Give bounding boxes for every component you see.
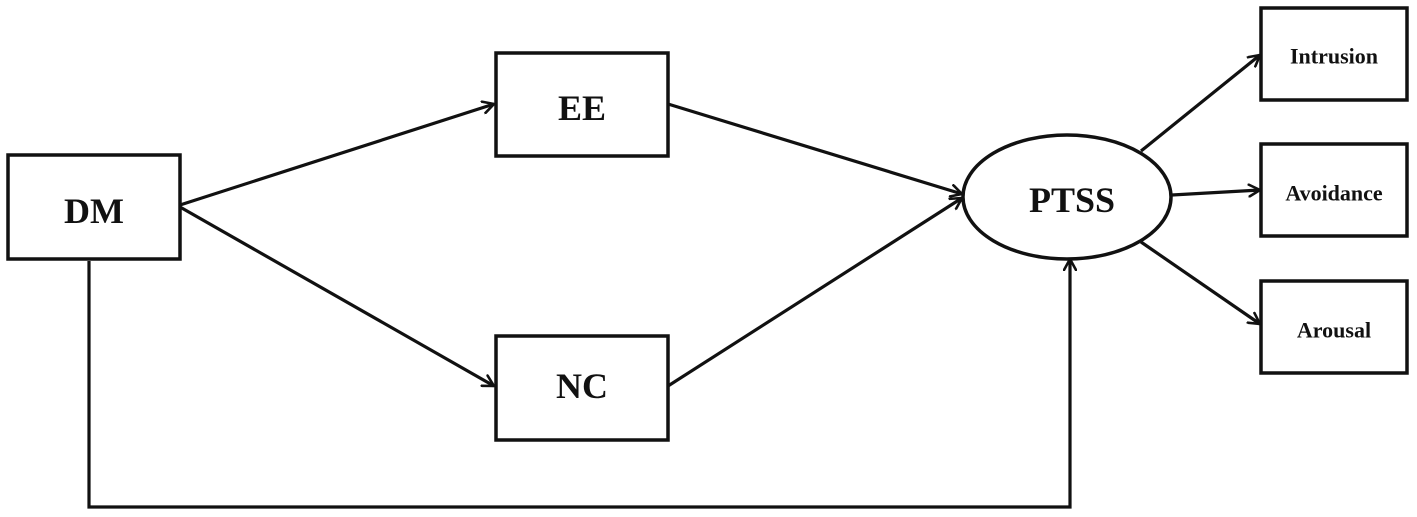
edge-ee-to-ptss xyxy=(667,102,962,194)
node-arousal-box xyxy=(1259,279,1409,375)
node-nc: NC xyxy=(494,334,670,442)
node-ee-box xyxy=(494,51,670,158)
edge-dm-to-ee xyxy=(179,104,494,207)
edge-ptss-to-avoidance xyxy=(1171,190,1260,195)
node-dm-label: DM xyxy=(64,191,124,231)
node-ptss: PTSS xyxy=(961,133,1173,261)
node-arousal-label: Arousal xyxy=(1297,318,1371,343)
node-ptss-ellipse xyxy=(961,133,1173,261)
node-ee-label: EE xyxy=(558,88,606,128)
node-intrusion-label: Intrusion xyxy=(1290,44,1378,69)
edge-dm-to-nc xyxy=(179,205,494,388)
node-ptss-label: PTSS xyxy=(1029,180,1115,220)
node-nc-box xyxy=(494,334,670,442)
edges xyxy=(87,55,1260,509)
edge-ptss-to-arousal xyxy=(1140,240,1260,326)
node-arousal: Arousal xyxy=(1259,279,1409,375)
edge-ptss-to-intrusion xyxy=(1139,55,1260,153)
node-avoidance: Avoidance xyxy=(1259,142,1409,238)
edge-dm-to-ptss xyxy=(87,259,1070,509)
node-nc-label: NC xyxy=(556,366,608,406)
edge-nc-to-ptss xyxy=(667,196,962,388)
node-dm-box xyxy=(6,153,182,261)
node-ee: EE xyxy=(494,51,670,158)
node-avoidance-label: Avoidance xyxy=(1285,181,1383,206)
node-avoidance-box xyxy=(1259,142,1409,238)
node-intrusion: Intrusion xyxy=(1259,6,1409,102)
node-dm: DM xyxy=(6,153,182,261)
node-intrusion-box xyxy=(1259,6,1409,102)
